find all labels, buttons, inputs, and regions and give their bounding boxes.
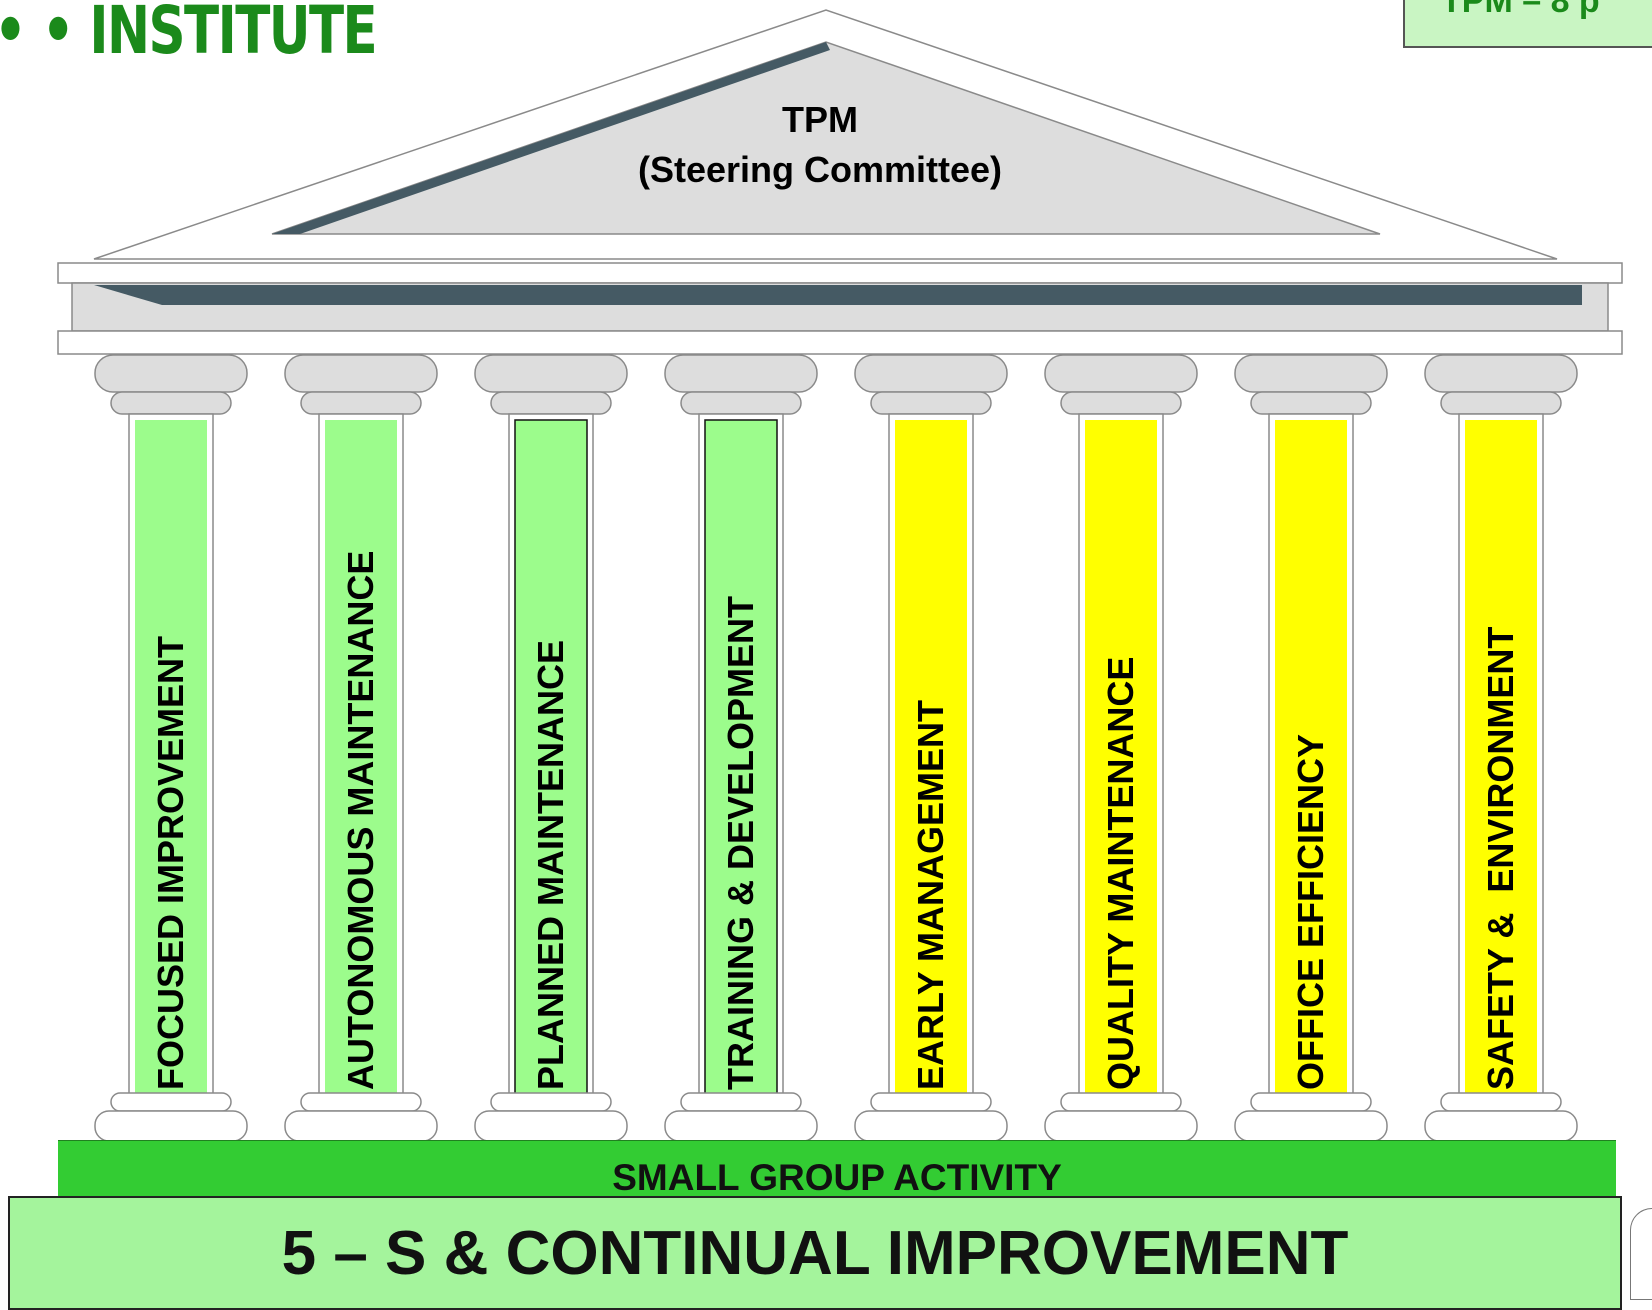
column-plinth <box>664 1110 818 1142</box>
column-plinth <box>1424 1110 1578 1142</box>
pillar-label: OFFICE EFFICIENCY <box>1290 733 1331 1090</box>
cornice-top <box>57 262 1623 284</box>
column-plinth <box>854 1110 1008 1142</box>
roof-title-tpm: TPM <box>782 99 858 140</box>
base-band: 5 – S & CONTINUAL IMPROVEMENT <box>8 1196 1622 1310</box>
column-plinth <box>1044 1110 1198 1142</box>
column-plinth <box>1234 1110 1388 1142</box>
entablature-shadow <box>94 285 1582 305</box>
pillar-label: QUALITY MAINTENANCE <box>1100 656 1141 1090</box>
column-capital-neck <box>870 391 992 415</box>
pillar-label: SAFETY & ENVIRONMENT <box>1480 626 1521 1090</box>
roof-title-steering: (Steering Committee) <box>637 149 1003 190</box>
side-bracket-decoration <box>1630 1208 1652 1300</box>
pillar-label: AUTONOMOUS MAINTENANCE <box>340 550 381 1090</box>
column-plinth <box>284 1110 438 1142</box>
pillar-band <box>325 420 397 1104</box>
column-base-ring <box>300 1092 422 1112</box>
column-plinth <box>94 1110 248 1142</box>
pillar-band <box>1465 420 1537 1104</box>
column-capital <box>94 354 248 393</box>
pillar-label: PLANNED MAINTENANCE <box>530 640 571 1090</box>
column-capital-neck <box>300 391 422 415</box>
small-group-activity-band: SMALL GROUP ACTIVITY <box>58 1140 1616 1199</box>
pillar-band <box>1275 420 1347 1104</box>
base-label: 5 – S & CONTINUAL IMPROVEMENT <box>281 1219 1349 1288</box>
column-base-ring <box>490 1092 612 1112</box>
pillar-band <box>895 420 967 1104</box>
pillar-band <box>1085 420 1157 1104</box>
column-capital <box>474 354 628 393</box>
pillar-band <box>704 419 778 1105</box>
column-base-ring <box>870 1092 992 1112</box>
slide-title-badge: TPM – 8 p <box>1403 0 1652 48</box>
pillar-label: EARLY MANAGEMENT <box>910 699 951 1090</box>
small-group-activity-label: SMALL GROUP ACTIVITY <box>612 1157 1062 1198</box>
cornice-bottom <box>57 330 1623 355</box>
column-capital <box>854 354 1008 393</box>
column-capital-neck <box>1060 391 1182 415</box>
column-capital-neck <box>1250 391 1372 415</box>
column-capital <box>1044 354 1198 393</box>
column-capital-neck <box>490 391 612 415</box>
column-capital <box>1424 354 1578 393</box>
column-capital-neck <box>1440 391 1562 415</box>
pillar-label: TRAINING & DEVELOPMENT <box>720 595 761 1090</box>
pillar-label: FOCUSED IMPROVEMENT <box>150 635 191 1090</box>
column-plinth <box>474 1110 628 1142</box>
column-base-ring <box>1060 1092 1182 1112</box>
columns-group <box>94 354 1578 1142</box>
column-capital <box>284 354 438 393</box>
pillar-band <box>135 420 207 1104</box>
slide-title-text: TPM – 8 p <box>1441 0 1600 20</box>
column-base-ring <box>680 1092 802 1112</box>
institute-logo: • • INSTITUTE <box>0 0 378 69</box>
column-capital-neck <box>680 391 802 415</box>
column-base-ring <box>1250 1092 1372 1112</box>
column-base-ring <box>110 1092 232 1112</box>
column-capital <box>1234 354 1388 393</box>
pediment-shadow <box>272 42 830 234</box>
column-capital-neck <box>110 391 232 415</box>
column-base-ring <box>1440 1092 1562 1112</box>
column-capital <box>664 354 818 393</box>
